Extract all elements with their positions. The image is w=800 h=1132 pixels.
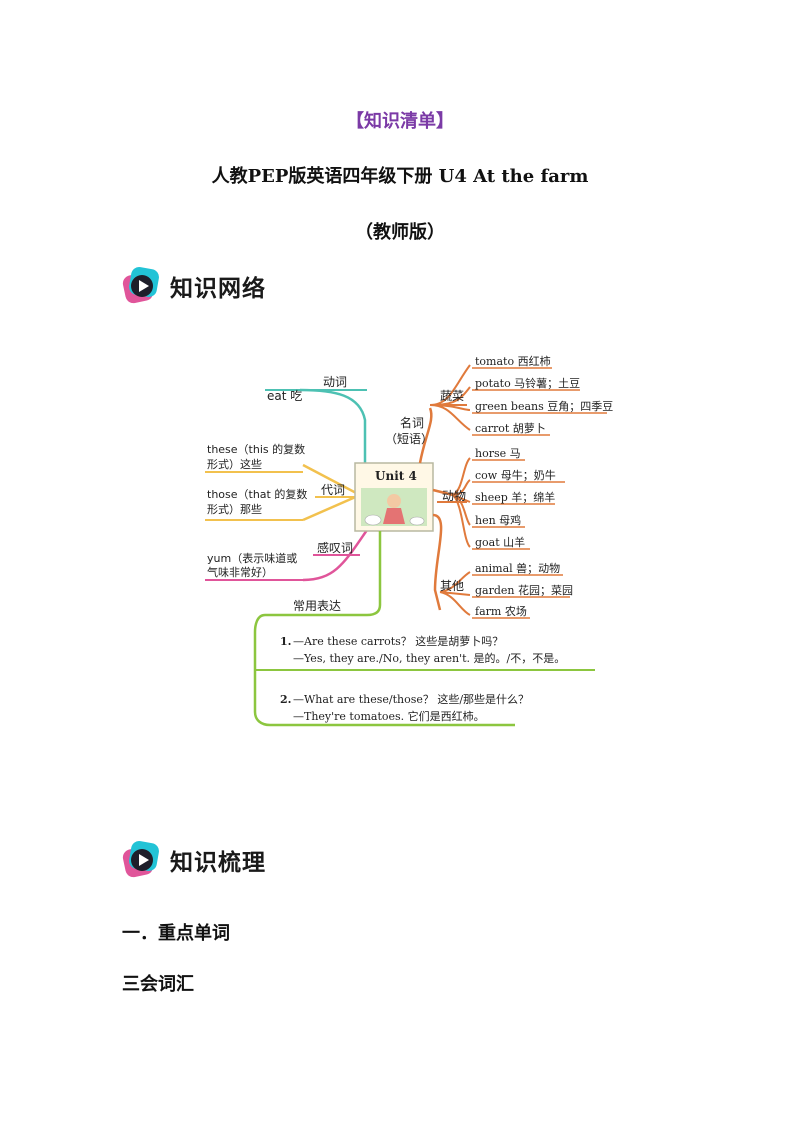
heading-key-words: 一．重点单词 [122, 923, 230, 944]
interjection-item-1: yum（表示味道或 [207, 551, 297, 565]
center-node-label: Unit 4 [375, 469, 417, 483]
document-subtitle: （教师版） [355, 222, 445, 243]
veg-item-green-beans: green beans 豆角；四季豆 [475, 400, 613, 413]
interjection-label: 感叹词 [317, 540, 353, 555]
veg-item-tomato: tomato 西红柿 [475, 354, 551, 368]
interjection-branch-line [302, 529, 369, 582]
others-label: 其他 [440, 579, 464, 593]
interjection-item-2: 气味非常好） [207, 565, 273, 579]
animal-item-goat: goat 山羊 [475, 535, 525, 549]
expr-1-num: 1. [280, 635, 291, 648]
noun-label: 名词 [400, 415, 424, 430]
document-title: 人教PEP版英语四年级下册 U4 At the farm [211, 166, 589, 187]
veg-item-carrot: carrot 胡萝卜 [475, 421, 546, 435]
pronoun-item-these-1: these（this 的复数 [207, 442, 305, 456]
play-logo-icon [122, 841, 159, 878]
expr-2-question: —What are these/those？ 这些/那些是什么？ [293, 692, 529, 706]
pronoun-label: 代词 [321, 483, 345, 497]
animals-label: 动物 [442, 489, 466, 503]
expr-2-answer: —They're tomatoes. 它们是西红柿。 [293, 709, 485, 723]
noun-label-2: （短语） [385, 432, 433, 446]
other-item-garden: garden 花园；菜园 [475, 584, 573, 597]
verb-item: eat 吃 [267, 389, 302, 403]
section-header-summary: 知识梳理 [122, 838, 266, 882]
noun-branch-line [418, 407, 433, 464]
unit-mindmap: 动词 eat 吃 代词 these（this 的复数 形式）这些 those（t… [205, 354, 613, 727]
verb-branch-line [299, 388, 367, 470]
other-item-animal: animal 兽；动物 [475, 561, 560, 575]
animal-item-horse: horse 马 [475, 447, 521, 460]
verb-label: 动词 [323, 375, 347, 389]
animal-item-cow: cow 母牛；奶牛 [475, 468, 556, 482]
pronoun-item-these-2: 形式）这些 [207, 457, 262, 471]
section-label-network: 知识网络 [170, 276, 266, 302]
play-logo-icon [122, 267, 159, 304]
heading-vocab-level: 三会词汇 [122, 974, 194, 995]
pronoun-item-those-1: those（that 的复数 [207, 487, 307, 501]
expressions-label: 常用表达 [293, 599, 341, 613]
section-label-summary: 知识梳理 [170, 850, 266, 876]
expr-1-answer: —Yes, they are./No, they aren't. 是的。/不，不… [293, 651, 565, 665]
other-item-farm: farm 农场 [475, 604, 527, 618]
veg-item-potato: potato 马铃薯；土豆 [475, 376, 580, 390]
document-tag: 【知识清单】 [346, 111, 454, 132]
pronoun-item-those-2: 形式）那些 [207, 502, 262, 516]
expr-2-num: 2. [280, 693, 291, 706]
animal-item-sheep: sheep 羊；绵羊 [475, 490, 555, 504]
section-header-network: 知识网络 [122, 264, 266, 308]
vegetables-label: 蔬菜 [440, 389, 464, 403]
expr-1-question: —Are these carrots？ 这些是胡萝卜吗？ [293, 634, 503, 648]
expressions-branch-line [253, 531, 515, 727]
animal-item-hen: hen 母鸡 [475, 513, 521, 527]
